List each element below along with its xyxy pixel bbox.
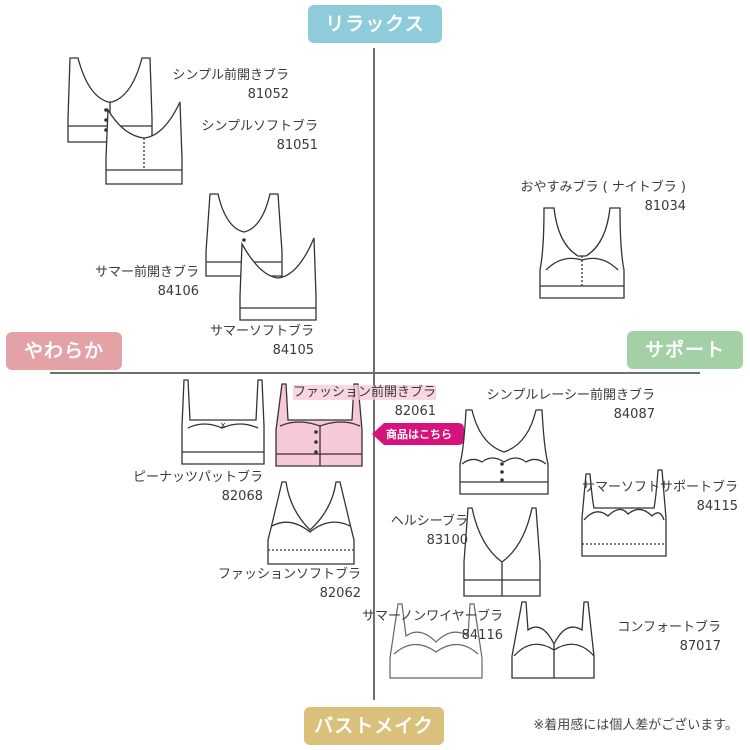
product-code: 87017 [679, 639, 721, 654]
bra-illustration-84106[interactable] [204, 192, 286, 280]
bra-illustration-87017[interactable] [508, 600, 600, 680]
product-label-81051[interactable]: シンプルソフトブラ 81051 [201, 117, 318, 155]
product-name: おやすみブラ ( ナイトブラ ) [520, 180, 686, 195]
bra-illustration-84087[interactable] [458, 408, 550, 496]
bra-illustration-82061[interactable] [274, 382, 366, 468]
product-name: ファッションソフトブラ [217, 567, 361, 582]
product-label-81034[interactable]: おやすみブラ ( ナイトブラ ) 81034 [520, 178, 686, 216]
product-code: 84105 [272, 343, 314, 358]
product-name: シンプルソフトブラ [201, 119, 318, 134]
product-name: シンプルレーシー前開きブラ [486, 388, 655, 403]
bra-illustration-83100[interactable] [460, 506, 544, 598]
product-label-84106[interactable]: サマー前開きブラ 84106 [95, 263, 199, 301]
product-label-84115[interactable]: サマーソフトサポートブラ 84115 [582, 478, 738, 516]
bra-illustration-82068[interactable]: x [180, 378, 266, 466]
product-name: コンフォートブラ [617, 620, 721, 635]
product-label-82068[interactable]: ピーナッツパットブラ 82068 [133, 468, 263, 506]
product-code: 82062 [319, 586, 361, 601]
product-name: ヘルシーブラ [390, 514, 468, 529]
product-name: サマーノンワイヤーブラ [361, 609, 503, 624]
product-label-84116[interactable]: サマーノンワイヤーブラ 84116 [362, 607, 503, 645]
bra-illustration-82062[interactable] [264, 480, 358, 566]
axis-label-relax: リラックス [308, 5, 442, 43]
axis-label-soft: やわらか [6, 332, 122, 370]
product-name: ピーナッツパットブラ [132, 470, 263, 485]
product-label-84105[interactable]: サマーソフトブラ 84105 [210, 322, 314, 360]
product-code: 84115 [696, 499, 738, 514]
bra-illustration-84116[interactable] [386, 602, 486, 680]
product-link-badge[interactable] [372, 423, 464, 445]
product-link-label[interactable]: 商品はこちら [386, 428, 452, 441]
product-label-87017[interactable]: コンフォートブラ 87017 [617, 618, 721, 656]
product-code: 84116 [461, 628, 503, 643]
product-name: ファッション前開きブラ [292, 385, 436, 400]
axis-label-support: サポート [627, 331, 743, 369]
product-label-83100[interactable]: ヘルシーブラ 83100 [391, 512, 468, 550]
bra-illustration-81051[interactable] [104, 98, 184, 186]
vertical-axis [373, 48, 375, 700]
svg-text:x: x [220, 421, 226, 431]
product-label-82061[interactable]: ファッション前開きブラ 82061 [292, 383, 436, 421]
bra-illustration-84105[interactable] [236, 236, 320, 322]
axis-label-bust-make: バストメイク [304, 707, 444, 745]
bra-illustration-84115[interactable] [578, 468, 670, 560]
product-label-81052[interactable]: シンプル前開きブラ 81052 [172, 66, 289, 104]
product-name: サマー前開きブラ [94, 265, 199, 280]
horizontal-axis [50, 372, 700, 374]
product-code: 83100 [426, 533, 468, 548]
product-code: 81051 [276, 138, 318, 153]
product-label-84087[interactable]: シンプルレーシー前開きブラ 84087 [487, 386, 655, 424]
product-name: サマーソフトブラ [209, 324, 314, 339]
product-name: シンプル前開きブラ [172, 68, 289, 83]
fit-disclaimer-note: ※着用感には個人差がございます。 [533, 718, 738, 733]
product-code: 84087 [613, 407, 655, 422]
product-name: サマーソフトサポートブラ [581, 480, 738, 495]
product-code: 81034 [644, 199, 686, 214]
product-code: 81052 [247, 87, 289, 102]
bra-illustration-81034[interactable] [538, 206, 626, 300]
product-label-82062[interactable]: ファッションソフトブラ 82062 [218, 565, 361, 603]
product-code: 82061 [394, 404, 436, 419]
product-code: 82068 [221, 489, 263, 504]
product-code: 84106 [157, 284, 199, 299]
